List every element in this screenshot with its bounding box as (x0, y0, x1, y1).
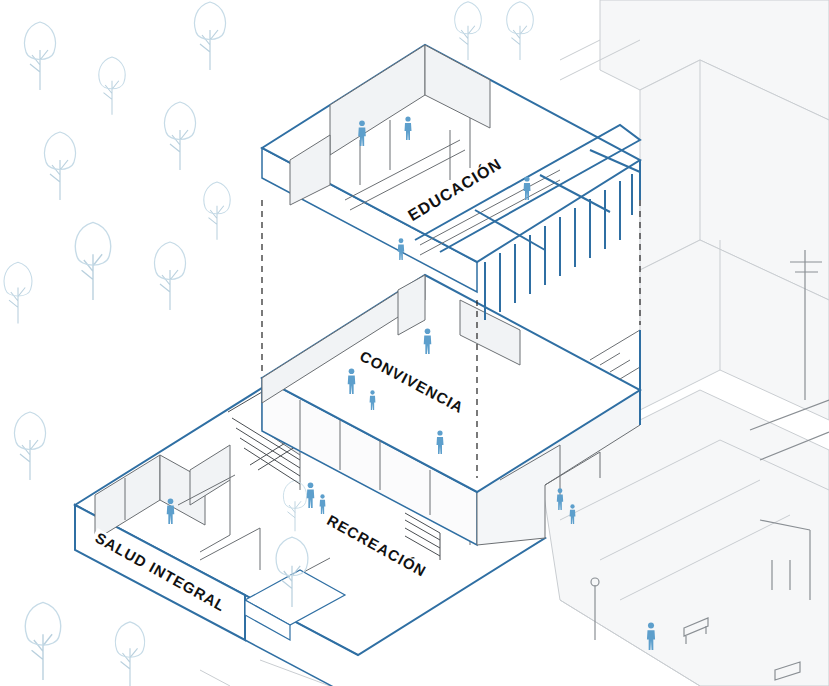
lower-level-part (245, 640, 358, 686)
middle-level-part (398, 275, 520, 365)
street-furniture-part (750, 400, 829, 460)
background-trees-part (75, 222, 110, 300)
context-buildings-part (700, 60, 720, 370)
middle-level-part (500, 445, 600, 500)
background-trees-part (195, 2, 226, 70)
background-trees-part (25, 22, 56, 90)
middle-level-part (460, 300, 520, 365)
background-trees-part (15, 412, 46, 480)
background-trees-part (507, 2, 534, 60)
upper-level-part (345, 118, 560, 255)
background-trees-part (155, 242, 186, 310)
background-trees-part (115, 622, 144, 686)
middle-level-part (590, 330, 640, 390)
upper-level-part (290, 135, 330, 205)
street-furniture-part (684, 618, 708, 644)
people-figures-part (647, 622, 655, 650)
lower-level-part (276, 537, 308, 607)
upper-level-part (330, 45, 425, 155)
upper-level-part (360, 118, 470, 185)
explode-guides-part (639, 200, 640, 325)
people-figures-part (405, 116, 412, 140)
background-trees-part (165, 102, 196, 170)
background-trees-part (4, 262, 32, 323)
upper-level-part (262, 45, 425, 188)
lower-level-part (245, 600, 290, 640)
middle-level-part (262, 275, 640, 492)
people-figures-part (398, 238, 404, 260)
middle-level-part (398, 275, 425, 335)
context-buildings (200, 0, 829, 686)
explode-guides-part (261, 200, 262, 372)
street-furniture-part (790, 250, 822, 400)
people-figures-part (320, 494, 326, 514)
people-figures-part (424, 328, 432, 354)
context-buildings-part (560, 40, 640, 80)
people-figures-part (307, 482, 315, 508)
context-buildings-part (640, 240, 829, 420)
lower-level-part (125, 475, 235, 552)
middle-level-part (300, 400, 430, 515)
people-figures-part (570, 504, 576, 524)
lower-level-part (283, 480, 306, 531)
lower-level-part (245, 570, 345, 640)
people-figures-part (358, 120, 366, 146)
people-figures-part (348, 368, 356, 394)
people-figures-part (370, 390, 376, 410)
street-furniture-part (775, 662, 800, 680)
upper-level-part (425, 45, 490, 128)
upper-level-part (420, 170, 560, 255)
street-furniture-part (594, 585, 595, 640)
upper-level-part (485, 174, 632, 320)
people-figures-part (437, 430, 444, 454)
street-furniture-part (772, 560, 790, 590)
upper-level-part (415, 125, 640, 320)
street-furniture (591, 250, 829, 680)
lower-level-part (95, 455, 160, 540)
upper-level-part (639, 160, 641, 200)
background-trees-part (204, 182, 230, 240)
background-trees-part (45, 132, 76, 200)
street-furniture-part (760, 520, 810, 600)
explode-guides-part (476, 300, 477, 478)
street-furniture-part (591, 578, 599, 586)
people-figures-part (167, 498, 175, 524)
background-trees-part (25, 602, 60, 680)
people-figures-part (557, 488, 563, 510)
upper-level (262, 45, 640, 320)
people-figures-part (524, 176, 531, 200)
background-trees-part (99, 57, 125, 115)
upper-level-part (262, 45, 640, 262)
people-figures (167, 116, 655, 650)
middle-level-part (300, 330, 640, 515)
middle-level-part (639, 330, 641, 425)
background-trees-part (455, 2, 482, 60)
middle-level (262, 275, 640, 545)
